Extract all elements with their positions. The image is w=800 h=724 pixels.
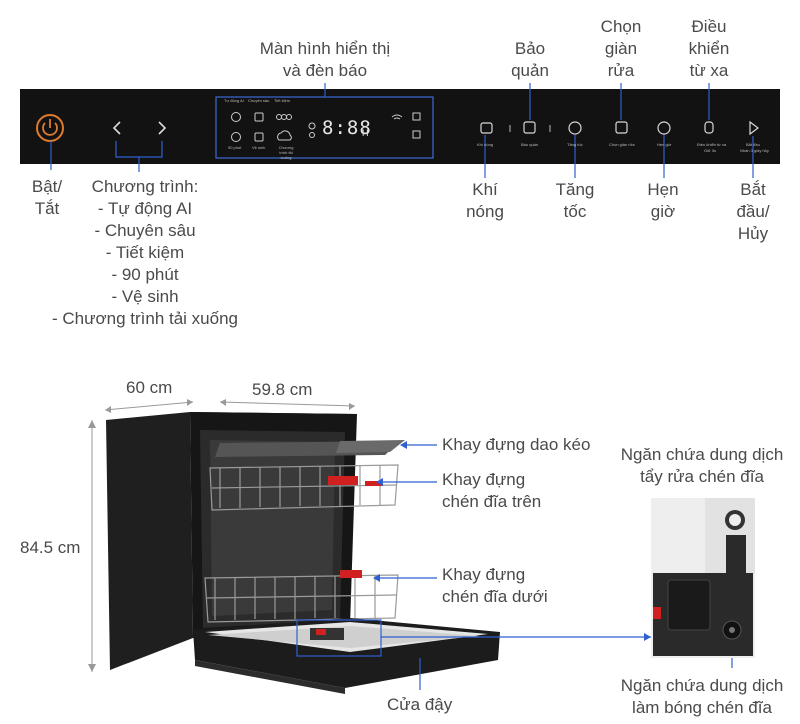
label-power: Bật/ Tắt xyxy=(31,177,63,218)
min90-icon xyxy=(231,132,241,142)
program-item: - Tiết kiệm xyxy=(105,243,185,262)
btn-micro-storage: Bảo quản xyxy=(521,142,539,147)
btn-micro-hot-air: Khí nóng xyxy=(477,142,494,147)
program-item: - 90 phút xyxy=(111,265,179,284)
callout-detergent: Ngăn chứa dung dịch tẩy rửa chén đĩa xyxy=(620,445,784,486)
btn-micro-speed: Tăng tốc xyxy=(567,142,583,147)
download-icon xyxy=(277,130,292,141)
display-micro-intensive: Chuyên sâu xyxy=(248,98,270,103)
power-icon xyxy=(42,119,58,136)
dimension-arrows xyxy=(88,399,355,672)
display-micro-eco: Tiết kiệm xyxy=(274,98,291,103)
btn-micro-remote: Điều khiển từ xa xyxy=(697,142,727,147)
program-item: - Chương trình tải xuống xyxy=(51,309,238,328)
rack-icon[interactable] xyxy=(615,121,628,134)
display-digits: 8:88 xyxy=(322,117,372,139)
hot-air-icon[interactable] xyxy=(480,122,493,134)
label-storage: Bảo quản xyxy=(511,39,549,80)
storage-icon[interactable] xyxy=(523,121,536,134)
speed-icon[interactable] xyxy=(568,121,582,135)
lower-rack-handle xyxy=(340,570,362,578)
upper-rack-handle xyxy=(328,476,358,485)
display-micro-auto: Tự động AI xyxy=(224,98,244,103)
salt-icon xyxy=(412,112,421,121)
dimension-depth: 60 cm xyxy=(126,378,173,397)
timer-icon[interactable] xyxy=(657,121,671,135)
label-speed: Tăng tốc xyxy=(555,180,595,221)
btn-micro-remote-sub: Giữ 3s xyxy=(704,148,717,153)
intensive-icon xyxy=(254,112,264,122)
sun-icon xyxy=(309,132,315,138)
label-display: Màn hình hiển thị và đèn báo xyxy=(259,39,391,80)
callout-lower-rack: Khay đựng chén đĩa dưới xyxy=(442,565,548,606)
upper-rack-handle-2 xyxy=(365,481,383,486)
eco-icon xyxy=(276,114,292,120)
remote-icon[interactable] xyxy=(704,121,714,134)
program-prev-icon[interactable] xyxy=(112,121,121,135)
btn-micro-start-sub: Nhấn 3 giây hủy xyxy=(740,148,769,153)
cutlery-tray xyxy=(215,440,405,457)
callout-upper-rack: Khay đựng chén đĩa trên xyxy=(442,470,542,511)
dimension-width: 59.8 cm xyxy=(252,380,313,399)
wifi-icon xyxy=(391,114,403,120)
auto-icon xyxy=(231,112,241,122)
dimension-lines xyxy=(91,401,356,672)
detergent-frame xyxy=(296,619,382,657)
callout-door: Cửa đậy xyxy=(387,695,453,714)
program-item: - Chuyên sâu xyxy=(94,221,196,240)
rinse-aid-icon xyxy=(412,130,421,139)
label-select-rack: Chọn giàn rửa xyxy=(600,17,642,80)
label-remote: Điều khiển từ xa xyxy=(688,17,730,80)
panel-leaders xyxy=(50,83,754,178)
program-item: - Tự động AI xyxy=(97,199,193,218)
dimension-height: 84.5 cm xyxy=(20,538,81,557)
control-panel xyxy=(20,89,780,164)
display-micro-min90: 90 phút xyxy=(228,145,242,150)
label-hot-air: Khí nóng xyxy=(466,180,504,221)
lower-rack xyxy=(204,574,399,623)
label-programs-title: Chương trình: xyxy=(91,177,199,196)
btn-micro-rack: Chọn giàn rửa xyxy=(609,142,635,147)
label-timer: Hẹn giờ xyxy=(647,180,679,221)
btn-micro-start: Bắt đầu xyxy=(746,142,760,147)
dispenser-photo xyxy=(651,498,755,658)
display-micro-download: Chương trình tải xuống xyxy=(278,145,294,160)
display-micro-hygiene: Vệ sinh xyxy=(252,145,266,150)
program-next-icon[interactable] xyxy=(158,121,167,135)
start-icon[interactable] xyxy=(749,120,759,136)
hygiene-icon xyxy=(254,132,264,142)
label-start: Bắt đầu/ Hủy xyxy=(736,180,770,243)
btn-micro-timer: Hẹn giờ xyxy=(657,142,672,147)
fan-icon xyxy=(308,122,316,130)
power-button[interactable] xyxy=(36,114,64,142)
program-item: - Vệ sinh xyxy=(111,287,179,306)
display-h: H xyxy=(362,128,369,138)
callout-cutlery: Khay đựng dao kéo xyxy=(442,435,591,454)
program-list: - Tự động AI - Chuyên sâu - Tiết kiệm - … xyxy=(30,198,260,330)
door xyxy=(193,618,500,694)
callout-rinse: Ngăn chứa dung dịch làm bóng chén đĩa xyxy=(620,676,784,717)
